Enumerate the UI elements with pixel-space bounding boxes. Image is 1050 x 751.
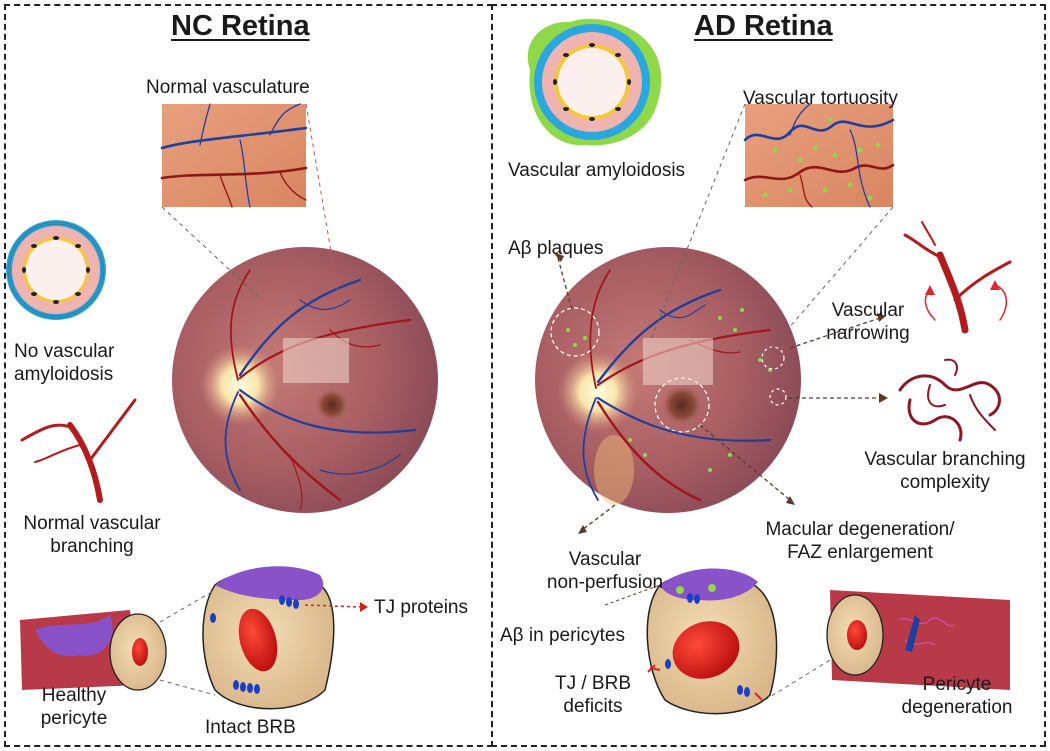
tj-brb-line2: deficits — [563, 696, 623, 717]
branching-complexity-label: Vascular branching complexity — [852, 448, 1038, 494]
macular-degeneration-label: Macular degeneration/ FAZ enlargement — [760, 518, 960, 564]
healthy-pericyte-vessel — [20, 610, 167, 691]
vascular-narrowing-line2: narrowing — [826, 323, 910, 344]
intact-brb-label: Intact BRB — [205, 717, 296, 738]
nc-panel-title: NC Retina — [171, 10, 310, 42]
normal-vasculature-inset — [160, 103, 347, 341]
ad-vessel-cross-section — [527, 18, 662, 146]
nonperfusion-line2: non-perfusion — [546, 572, 664, 593]
ad-fundus — [535, 247, 801, 513]
pericyte-degen-line2: degeneration — [901, 697, 1013, 718]
tj-proteins-label: TJ proteins — [374, 597, 468, 618]
vascular-tortuosity-label: Vascular tortuosity — [743, 88, 898, 109]
complexity-vessel — [898, 358, 1001, 442]
vascular-narrowing-line1: Vascular — [831, 300, 905, 321]
degenerating-pericyte-vessel — [826, 590, 1010, 690]
ad-panel-title: AD Retina — [694, 10, 833, 42]
normal-branching-vessel — [20, 398, 137, 503]
healthy-pericyte-label: Healthy pericyte — [34, 684, 114, 730]
nc-vessel-cross-section — [6, 220, 106, 320]
normal-branching-line2: branching — [50, 536, 134, 557]
macular-line1: Macular degeneration/ — [765, 519, 955, 540]
pericyte-degeneration-label: Pericyte degeneration — [896, 673, 1018, 719]
pericyte-degen-line1: Pericyte — [922, 674, 992, 695]
macular-line2: FAZ enlargement — [787, 542, 933, 563]
branching-complexity-line2: complexity — [900, 472, 990, 493]
healthy-pericyte-line1: Healthy — [41, 685, 107, 706]
no-amyloidosis-label: No vascular amyloidosis — [14, 340, 115, 386]
normal-vasculature-label: Normal vasculature — [146, 77, 310, 98]
tj-brb-deficits-label: TJ / BRB deficits — [548, 672, 638, 718]
ad-arrowheads — [553, 252, 888, 534]
ad-panel-border — [491, 4, 1046, 747]
no-amyloidosis-line1: No vascular — [14, 341, 115, 362]
branching-complexity-line1: Vascular branching — [864, 449, 1026, 470]
pericyte-in-abeta-cell — [604, 568, 831, 715]
abeta-pericytes-label: Aβ in pericytes — [500, 625, 625, 646]
vascular-narrowing-label: Vascular narrowing — [822, 299, 914, 345]
normal-branching-label: Normal vascular branching — [18, 512, 166, 558]
normal-branching-line1: Normal vascular — [23, 513, 161, 534]
tortuosity-inset — [649, 103, 895, 351]
non-perfusion-label: Vascular non-perfusion — [540, 548, 670, 594]
ad-annotation-arrows — [557, 257, 881, 531]
narrowing-vessel — [903, 221, 1012, 334]
no-amyloidosis-line2: amyloidosis — [14, 364, 114, 385]
nonperfusion-line1: Vascular — [568, 549, 642, 570]
healthy-pericyte-line2: pericyte — [40, 708, 108, 729]
abeta-plaques-label: Aβ plaques — [508, 238, 604, 259]
tj-brb-line1: TJ / BRB — [554, 673, 631, 694]
nc-fundus — [172, 247, 438, 513]
vascular-amyloidosis-label: Vascular amyloidosis — [508, 160, 686, 181]
intact-brb-cell — [159, 566, 368, 710]
